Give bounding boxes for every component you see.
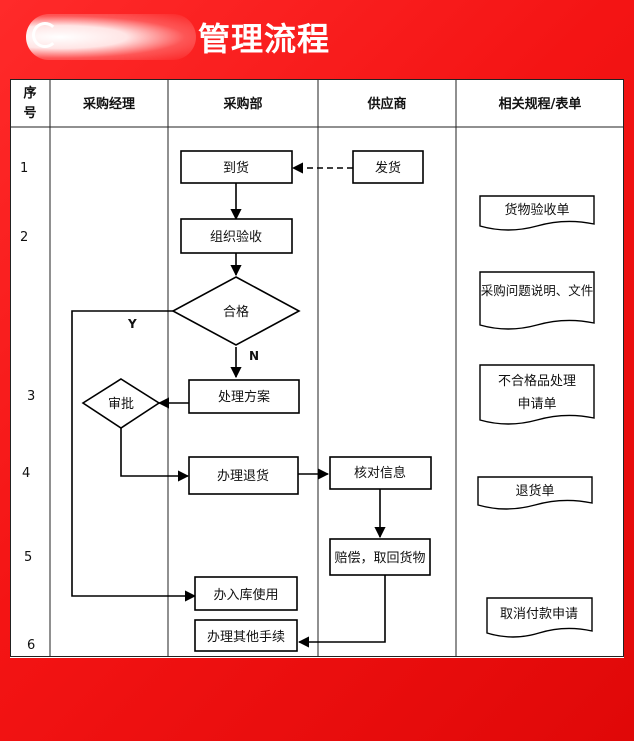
row-number: 4 xyxy=(22,466,30,481)
node-daohuo xyxy=(180,150,293,184)
doc-buhege-label-2: 申请单 xyxy=(517,397,556,412)
node-hedui-label: 核对信息 xyxy=(354,465,406,481)
node-hedui xyxy=(329,456,432,490)
label-no: N xyxy=(249,349,259,363)
node-peichang xyxy=(329,538,431,576)
row-number: 3 xyxy=(27,389,35,404)
header-col-supplier: 供应商 xyxy=(366,96,406,112)
arrow-shenpi-tuihuo xyxy=(120,428,190,482)
node-qita xyxy=(194,619,298,652)
header-col-purchasing: 采购部 xyxy=(222,96,262,112)
header-col-index-1: 序 xyxy=(23,85,36,101)
node-zuzhi-label: 组织验收 xyxy=(210,229,262,245)
node-tuihuo-label: 办理退货 xyxy=(217,468,269,484)
node-tuihuo xyxy=(188,456,299,495)
row-number: 2 xyxy=(20,230,28,245)
logo-icon xyxy=(32,22,58,48)
doc-buhege-label-1: 不合格品处理 xyxy=(498,373,576,389)
arrow-peichang-qita xyxy=(297,575,386,648)
node-ruku xyxy=(194,576,298,611)
node-zuzhi xyxy=(180,218,293,254)
doc-yanshou-label: 货物验收单 xyxy=(504,202,569,218)
node-chuli-label: 处理方案 xyxy=(218,389,270,405)
doc-quxiao xyxy=(486,597,593,638)
header-col-index-2: 号 xyxy=(23,106,36,121)
flowchart-panel: 序 号 采购经理 采购部 供应商 相关规程/表单 1 2 3 4 5 6 Y N xyxy=(10,79,624,658)
page-title: 管理流程 xyxy=(198,20,331,58)
node-shenpi-label: 审批 xyxy=(108,397,134,412)
header: 管理流程 xyxy=(0,0,634,78)
header-col-manager: 采购经理 xyxy=(82,96,135,112)
doc-tuihuodan xyxy=(477,476,593,510)
doc-yanshou xyxy=(479,195,595,231)
node-daohuo-label: 到货 xyxy=(223,160,249,176)
node-hege-label: 合格 xyxy=(223,304,249,320)
row-number: 1 xyxy=(20,161,28,176)
doc-buhege xyxy=(479,364,595,425)
row-number: 6 xyxy=(27,638,35,653)
doc-tuihuodan-label: 退货单 xyxy=(515,483,554,499)
header-col-forms: 相关规程/表单 xyxy=(499,96,582,112)
node-qita-label: 办理其他手续 xyxy=(207,630,285,645)
label-yes: Y xyxy=(127,317,137,331)
node-fahuo-label: 发货 xyxy=(375,160,401,176)
doc-wenti xyxy=(479,271,595,330)
flowchart: 序 号 采购经理 采购部 供应商 相关规程/表单 1 2 3 4 5 6 Y N xyxy=(10,79,624,657)
doc-quxiao-label: 取消付款申请 xyxy=(500,607,578,622)
arrow-hege-ruku xyxy=(71,310,197,602)
node-chuli xyxy=(188,379,300,414)
node-shenpi xyxy=(81,378,161,429)
doc-wenti-label: 采购问题说明、文件 xyxy=(481,283,594,298)
row-number: 5 xyxy=(24,550,32,565)
node-hege xyxy=(171,276,301,346)
node-peichang-label: 赔偿，取回货物 xyxy=(334,550,425,566)
table-grid xyxy=(10,79,624,657)
node-ruku-label: 办入库使用 xyxy=(213,587,278,603)
node-fahuo xyxy=(352,150,424,184)
